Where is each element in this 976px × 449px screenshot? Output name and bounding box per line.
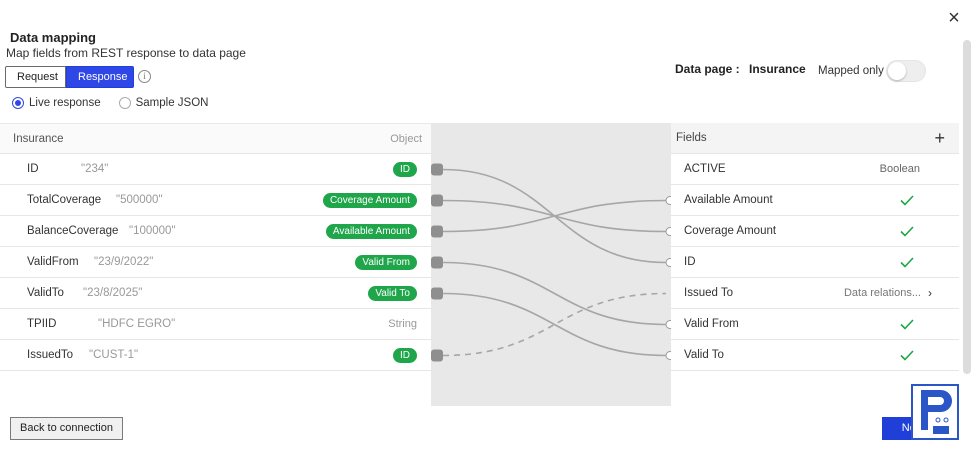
target-field-name: Coverage Amount xyxy=(684,225,777,237)
source-field-row: IssuedTo "CUST-1" ID xyxy=(0,340,431,371)
back-to-connection-button[interactable]: Back to connection xyxy=(10,417,123,440)
source-field-value: "CUST-1" xyxy=(89,349,139,361)
source-fields-table: Insurance Object ID "234" ID TotalCoverage "… xyxy=(0,123,431,371)
target-field-row[interactable]: ACTIVE Boolean xyxy=(671,154,959,185)
sample-json-label: Sample JSON xyxy=(135,97,209,109)
source-field-row: ValidTo "23/8/2025" Valid To xyxy=(0,278,431,309)
mapped-only-toggle[interactable] xyxy=(886,60,926,82)
target-field-name: ID xyxy=(684,256,696,268)
source-field-name: ValidFrom xyxy=(27,256,79,268)
mapping-pill[interactable]: Valid To xyxy=(368,285,417,301)
tab-response[interactable]: Response xyxy=(66,66,134,88)
live-response-radio[interactable] xyxy=(12,97,24,109)
mapping-pill[interactable]: ID xyxy=(393,347,417,363)
check-icon xyxy=(900,350,914,361)
source-field-name: BalanceCoverage xyxy=(27,225,119,237)
target-field-row[interactable]: Valid To xyxy=(671,340,959,371)
info-icon[interactable]: i xyxy=(138,70,151,83)
target-field-type: Data relations... xyxy=(843,287,921,299)
source-field-row: TPIID "HDFC EGRO" String xyxy=(0,309,431,340)
data-page-value: Insurance xyxy=(749,62,806,76)
source-field-name: TotalCoverage xyxy=(27,194,102,206)
dialog-title: Data mapping xyxy=(10,30,96,45)
source-root-name: Insurance xyxy=(13,132,64,145)
source-connector-handle[interactable] xyxy=(431,349,443,362)
target-field-name: Issued To xyxy=(684,287,734,299)
live-response-label: Live response xyxy=(29,97,101,109)
data-page-label: Data page : xyxy=(675,62,740,76)
source-field-value: "23/8/2025" xyxy=(83,287,143,299)
mapping-line xyxy=(442,292,667,357)
source-field-value: "100000" xyxy=(129,225,176,237)
mapping-pill[interactable]: Coverage Amount xyxy=(322,192,417,208)
source-connector-handle[interactable] xyxy=(431,163,443,176)
target-field-row[interactable]: Issued To Data relations... › xyxy=(671,278,959,309)
source-field-type: String xyxy=(388,318,417,330)
mapping-lines xyxy=(431,163,671,362)
source-field-row: ID "234" ID xyxy=(0,154,431,185)
source-field-name: IssuedTo xyxy=(27,349,74,361)
mapping-pill[interactable]: ID xyxy=(393,161,417,177)
tab-request[interactable]: Request xyxy=(5,66,66,88)
target-field-name: Available Amount xyxy=(684,194,773,206)
target-field-name: Valid From xyxy=(684,318,739,330)
request-response-toggle: Request Response xyxy=(5,66,134,88)
mapping-canvas xyxy=(431,123,671,406)
target-field-row[interactable]: Valid From xyxy=(671,309,959,340)
chevron-right-icon[interactable]: › xyxy=(928,286,932,300)
check-icon xyxy=(900,257,914,268)
source-field-value: "500000" xyxy=(116,194,163,206)
source-root-type: Object xyxy=(390,132,422,145)
source-field-value: "234" xyxy=(81,163,109,175)
target-field-row[interactable]: ID xyxy=(671,247,959,278)
source-connector-handle[interactable] xyxy=(431,287,443,300)
watermark-logo-icon xyxy=(911,384,959,440)
target-field-type: Boolean xyxy=(879,163,920,175)
sample-json-radio[interactable] xyxy=(118,97,131,109)
source-field-name: TPIID xyxy=(27,318,57,330)
mapping-pill[interactable]: Available Amount xyxy=(325,223,417,239)
source-field-row: ValidFrom "23/9/2022" Valid From xyxy=(0,247,431,278)
mapping-line xyxy=(442,292,667,357)
fields-heading: Fields xyxy=(676,132,707,144)
target-field-name: Valid To xyxy=(684,349,724,361)
source-field-value: "HDFC EGRO" xyxy=(98,318,176,330)
close-icon[interactable]: × xyxy=(948,7,960,29)
target-field-row[interactable]: Available Amount xyxy=(671,185,959,216)
target-field-name: ACTIVE xyxy=(684,163,726,175)
source-connector-handle[interactable] xyxy=(431,194,443,207)
source-connector-handle[interactable] xyxy=(431,225,443,238)
source-connector-handle[interactable] xyxy=(431,256,443,269)
source-field-row: TotalCoverage "500000" Coverage Amount xyxy=(0,185,431,216)
target-header-row: Fields + xyxy=(671,123,959,154)
target-field-row[interactable]: Coverage Amount xyxy=(671,216,959,247)
source-header-row: Insurance Object xyxy=(0,123,431,154)
scrollbar[interactable] xyxy=(963,40,971,374)
check-icon xyxy=(900,226,914,237)
mapping-pill[interactable]: Valid From xyxy=(355,254,417,270)
source-radio-group: Live response Sample JSON xyxy=(12,97,226,109)
mapped-only-label: Mapped only xyxy=(818,65,884,77)
check-icon xyxy=(900,195,914,206)
source-field-name: ID xyxy=(27,163,39,175)
mapping-line xyxy=(442,199,667,233)
source-field-value: "23/9/2022" xyxy=(94,256,154,268)
source-field-row: BalanceCoverage "100000" Available Amount xyxy=(0,216,431,247)
add-field-icon[interactable]: + xyxy=(934,128,945,148)
source-field-name: ValidTo xyxy=(27,287,64,299)
dialog-subtitle: Map fields from REST response to data pa… xyxy=(6,46,246,60)
check-icon xyxy=(900,319,914,330)
mapping-line xyxy=(442,261,667,326)
